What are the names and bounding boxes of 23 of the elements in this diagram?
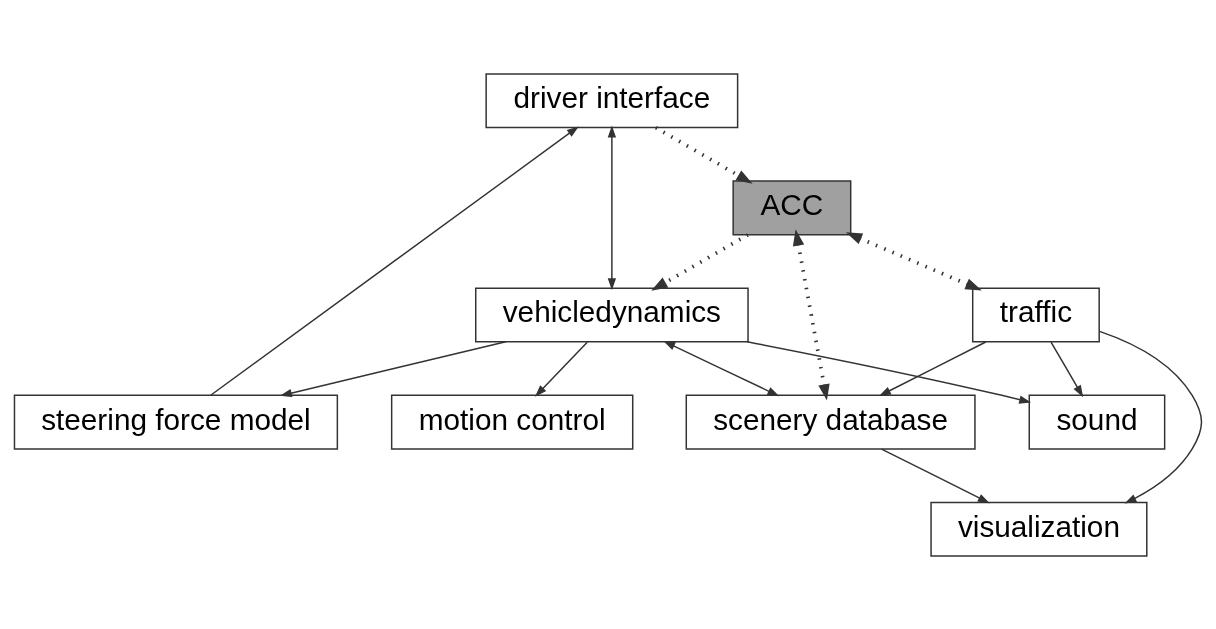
arrow: [880, 447, 990, 503]
node-box: sound: [1028, 394, 1166, 450]
arrow: [663, 340, 780, 396]
arrow: [279, 340, 507, 397]
node-box: ACC: [732, 179, 852, 235]
arrow: [651, 232, 749, 291]
arrow: [845, 231, 982, 290]
arrow: [1050, 341, 1084, 397]
arrow: [1098, 330, 1203, 503]
node-box: driver interface: [485, 72, 739, 128]
arrow: [210, 125, 579, 396]
arrow: [655, 125, 753, 184]
node-box: traffic: [971, 286, 1100, 343]
arrow: [535, 341, 588, 397]
arrow: [879, 340, 987, 396]
node-box: steering force model: [13, 394, 339, 450]
node-box: visualization: [930, 501, 1148, 557]
arrow: [792, 228, 830, 401]
node-box: vehicledynamics: [475, 286, 749, 343]
node-box: scenery database: [685, 394, 976, 450]
arrow: [607, 124, 617, 290]
arrow: [746, 340, 1032, 404]
node-box: motion control: [390, 394, 634, 450]
